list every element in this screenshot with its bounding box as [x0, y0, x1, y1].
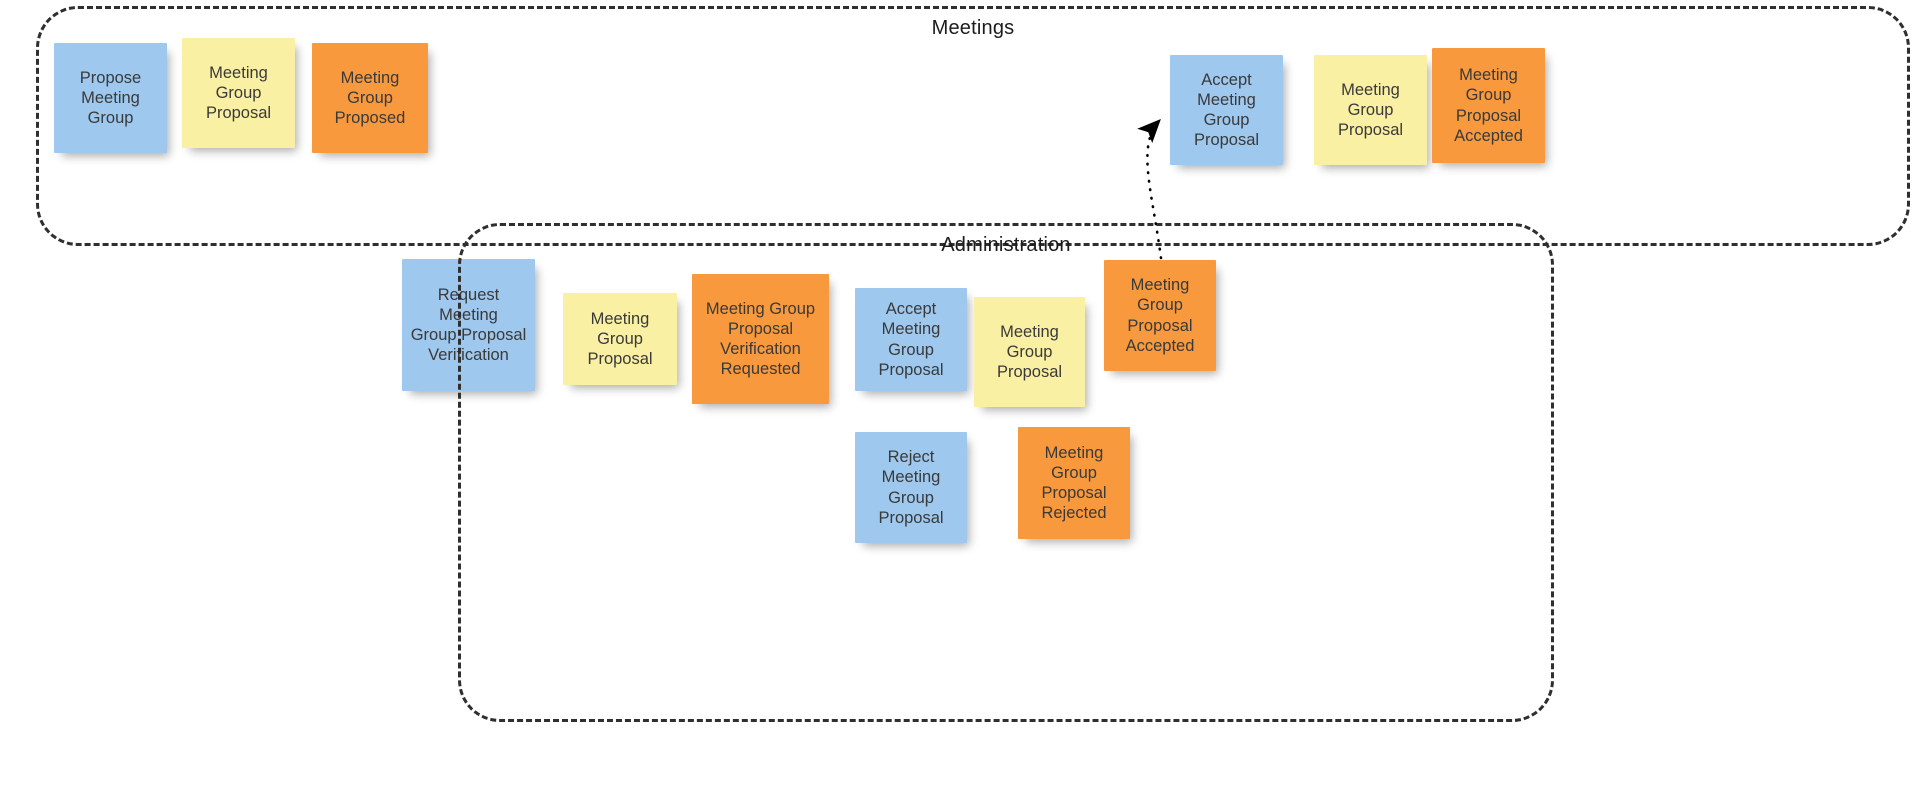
sticky-note-meeting-group-proposal-accepted-meetings[interactable]: Meeting Group Proposal Accepted: [1432, 48, 1545, 163]
sticky-note-meetings-aggregate-1[interactable]: Meeting Group Proposal: [182, 38, 295, 148]
sticky-note-meeting-group-proposal-rejected[interactable]: Meeting Group Proposal Rejected: [1018, 427, 1130, 539]
sticky-note-propose-meeting-group[interactable]: Propose Meeting Group: [54, 43, 167, 153]
sticky-note-meetings-aggregate-2[interactable]: Meeting Group Proposal: [1314, 55, 1427, 165]
sticky-note-accept-meeting-group-proposal-admin[interactable]: Accept Meeting Group Proposal: [855, 288, 967, 391]
sticky-note-reject-meeting-group-proposal[interactable]: Reject Meeting Group Proposal: [855, 432, 967, 543]
sticky-note-admin-aggregate-1[interactable]: Meeting Group Proposal: [563, 293, 677, 385]
connector-accepted-to-accept: [1137, 118, 1163, 260]
sticky-note-meeting-group-proposed[interactable]: Meeting Group Proposed: [312, 43, 428, 153]
lane-title-meetings: Meetings: [931, 17, 1015, 39]
sticky-note-request-meeting-group-proposal-verification[interactable]: Request Meeting Group Proposal Verificat…: [402, 259, 535, 391]
sticky-note-accept-meeting-group-proposal-meetings[interactable]: Accept Meeting Group Proposal: [1170, 55, 1283, 165]
lane-title-administration: Administration: [941, 234, 1071, 256]
sticky-note-admin-aggregate-2[interactable]: Meeting Group Proposal: [974, 297, 1085, 407]
sticky-note-meeting-group-proposal-verification-requested[interactable]: Meeting Group Proposal Verification Requ…: [692, 274, 829, 404]
sticky-note-meeting-group-proposal-accepted-admin[interactable]: Meeting Group Proposal Accepted: [1104, 260, 1216, 371]
